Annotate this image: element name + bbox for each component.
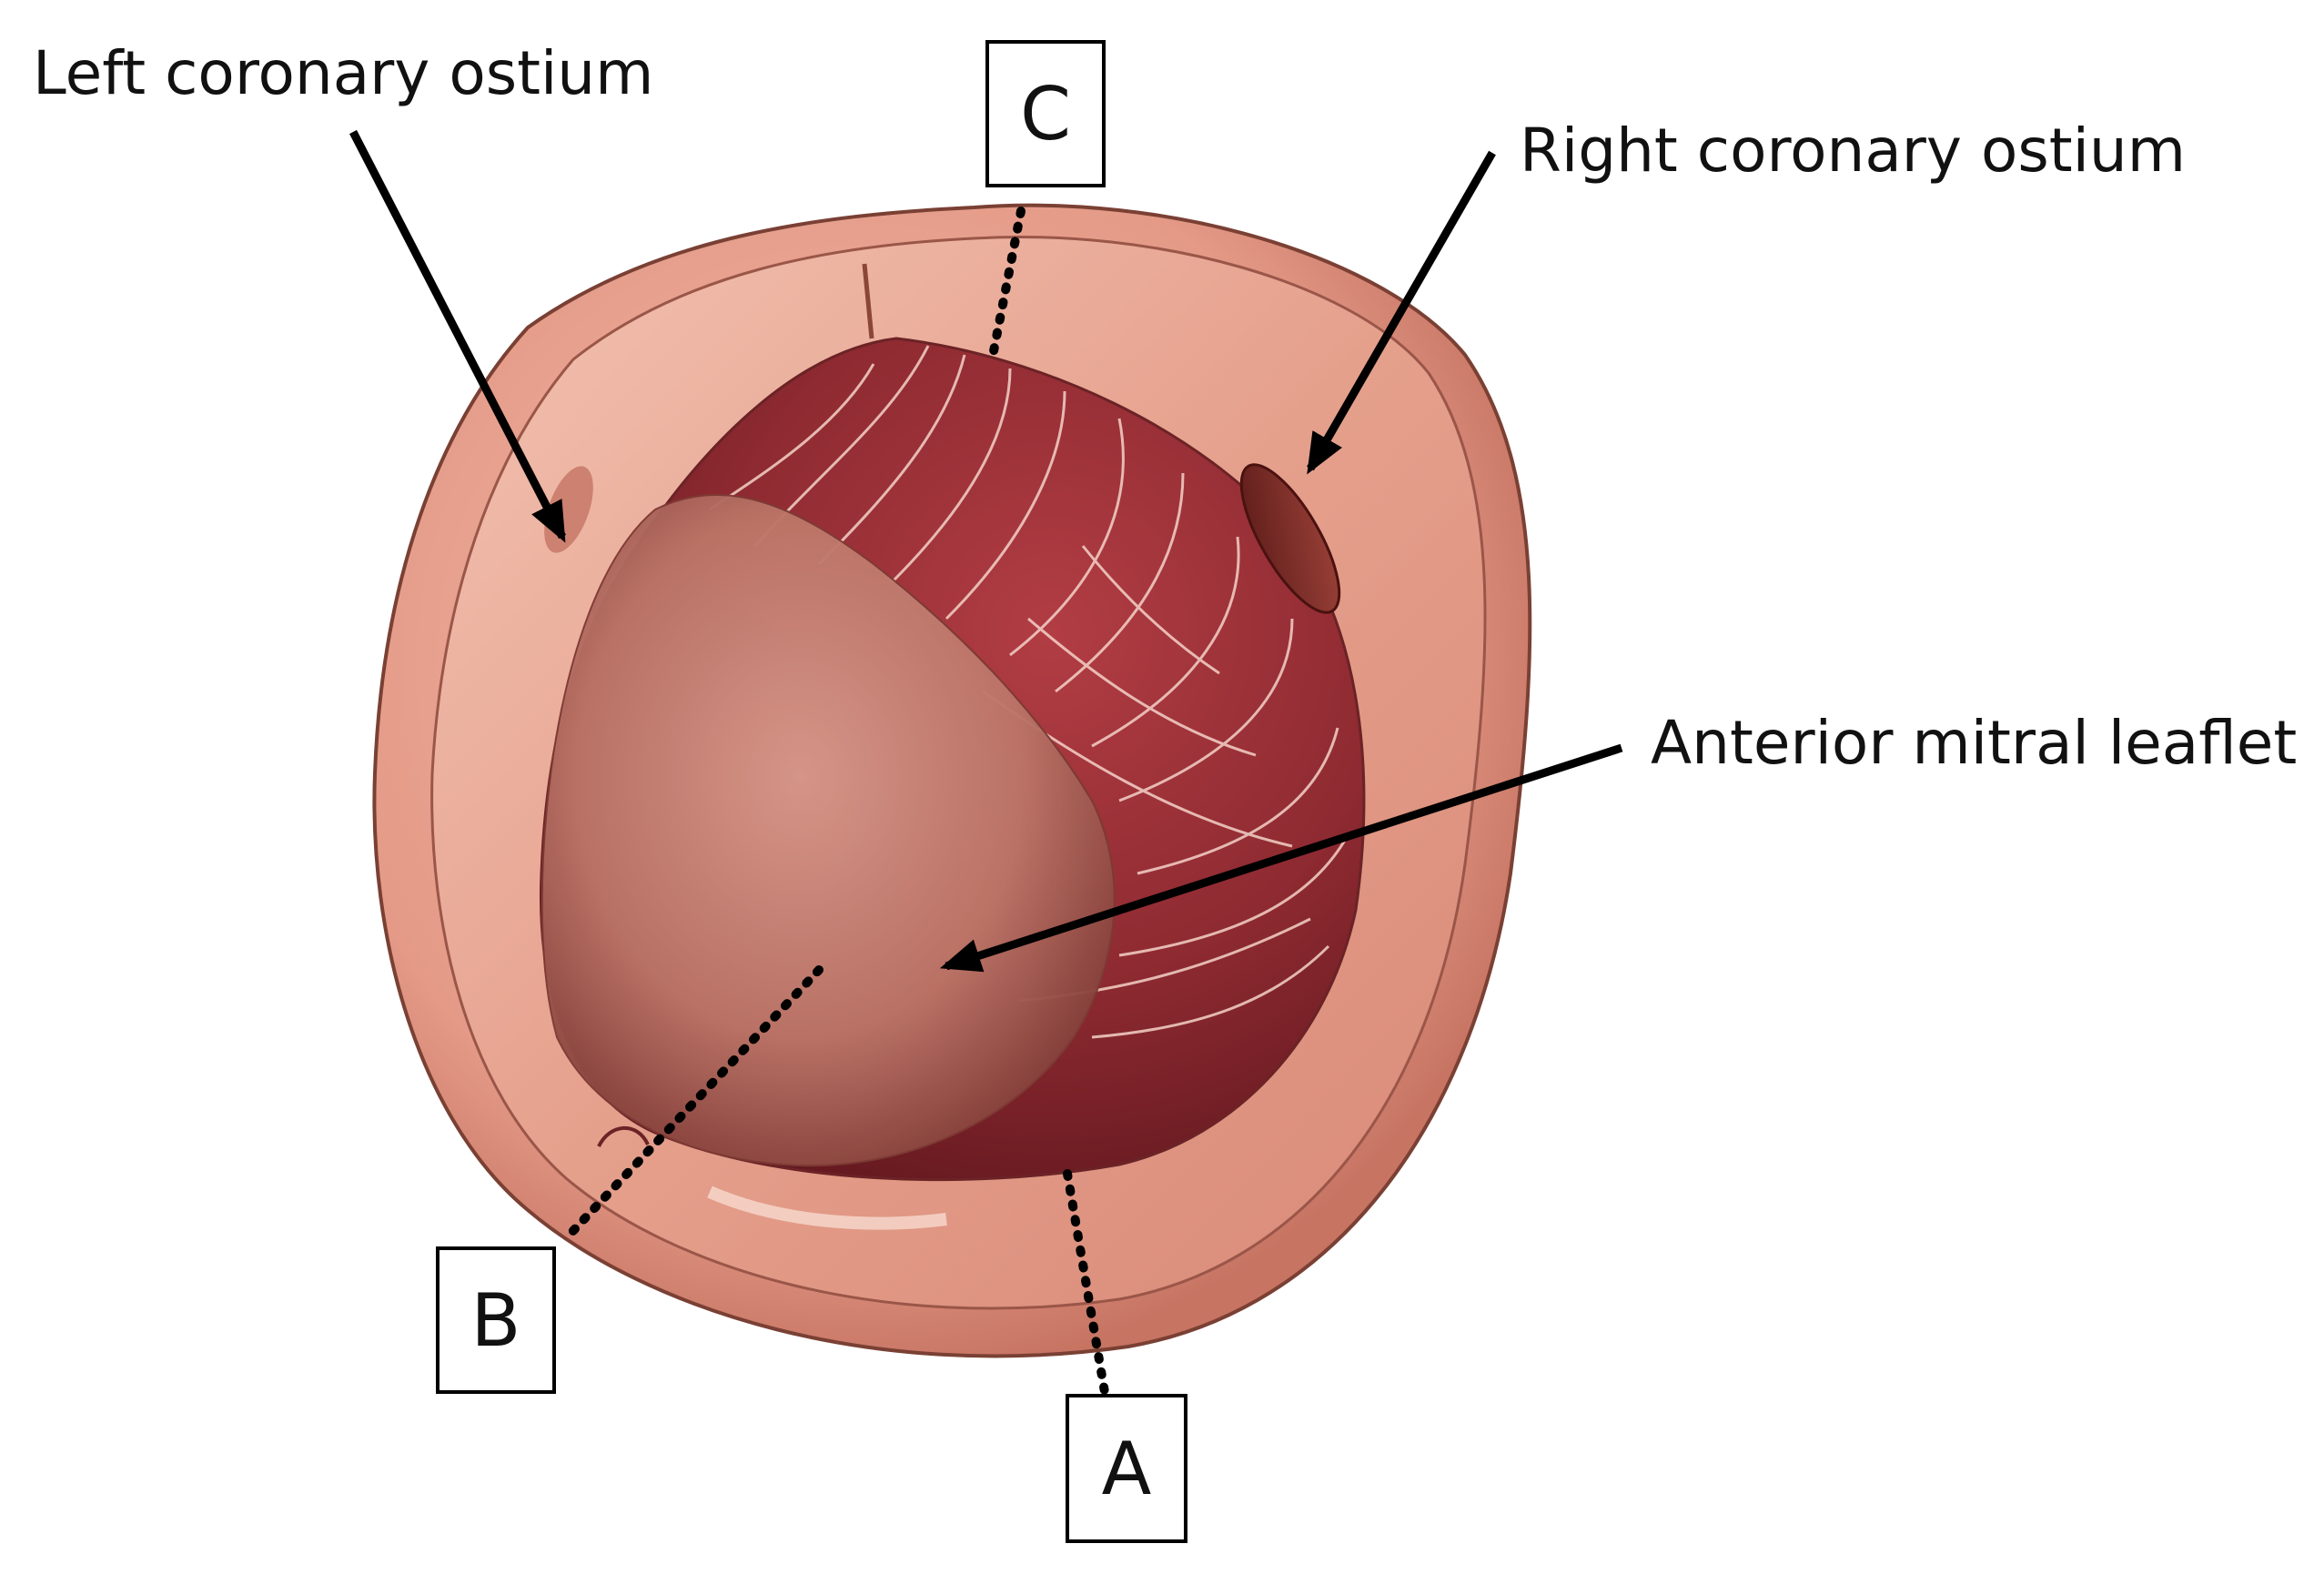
section-lines [564,207,1109,1397]
arrow-left-coronary [349,129,566,543]
commissure-post [862,263,874,339]
anterior-mitral-leaflet [541,493,1116,1167]
section-box-c: C [985,40,1106,187]
arrow-right-coronary [1307,150,1496,475]
section-box-a: A [1066,1394,1187,1543]
left-coronary-ostium-label: Left coronary ostium [33,38,654,108]
ring-highlight [707,1186,947,1230]
arrow-anterior-leaflet [939,743,1623,973]
section-line-a [1063,1169,1109,1397]
anterior-mitral-leaflet-label: Anterior mitral leaflet [1651,708,2298,778]
right-coronary-ostium-label: Right coronary ostium [1520,116,2187,186]
right-coronary-ostium [1239,463,1341,614]
chordae-tendineae [709,345,1349,1039]
leader-arrows [349,129,1623,973]
nodule [597,1125,650,1147]
section-line-b [564,965,824,1240]
section-box-b: B [436,1246,556,1394]
